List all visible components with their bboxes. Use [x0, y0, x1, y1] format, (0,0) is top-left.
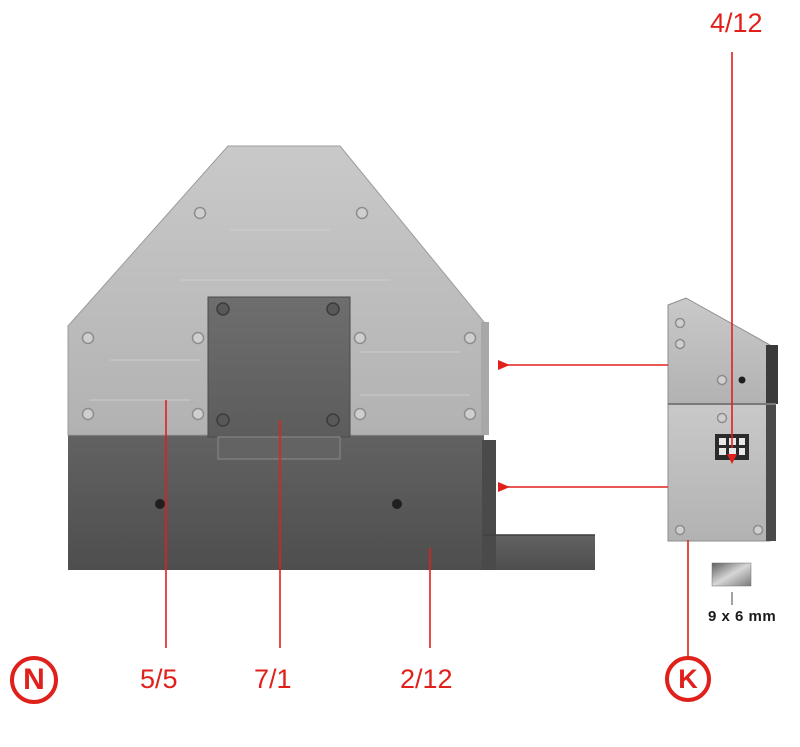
side-lower-block: [667, 403, 771, 542]
gable-rivets: [81, 206, 477, 421]
label-7-1: 7/1: [254, 664, 292, 694]
gable-side-trim: [481, 322, 489, 435]
label-4-12: 4/12: [710, 8, 763, 38]
main-building: [67, 145, 595, 570]
arrow-4-12-head: [727, 454, 737, 464]
badge-k: K: [665, 656, 711, 702]
gable-texture: [90, 229, 470, 401]
side-upper-edge: [766, 345, 778, 404]
base-step: [482, 535, 595, 570]
center-plate-lower: [217, 436, 341, 460]
light-gable-wall: [67, 145, 485, 436]
side-upper-block: [667, 297, 771, 405]
plate-rivets: [216, 302, 340, 427]
base-side-strip: [482, 440, 496, 570]
annotation-lines: [165, 52, 733, 656]
badge-n: N: [10, 656, 58, 704]
side-lower-edge: [766, 404, 776, 541]
material-sample-swatch: [711, 562, 752, 587]
side-hole: [738, 376, 746, 384]
dimension-label: 9 x 6 mm: [708, 608, 777, 625]
side-part: [667, 297, 778, 542]
label-5-5: 5/5: [140, 664, 178, 694]
label-2-12: 2/12: [400, 664, 453, 694]
base-holes: [155, 499, 402, 509]
side-rivets: [674, 317, 764, 536]
center-plate: [207, 296, 351, 438]
